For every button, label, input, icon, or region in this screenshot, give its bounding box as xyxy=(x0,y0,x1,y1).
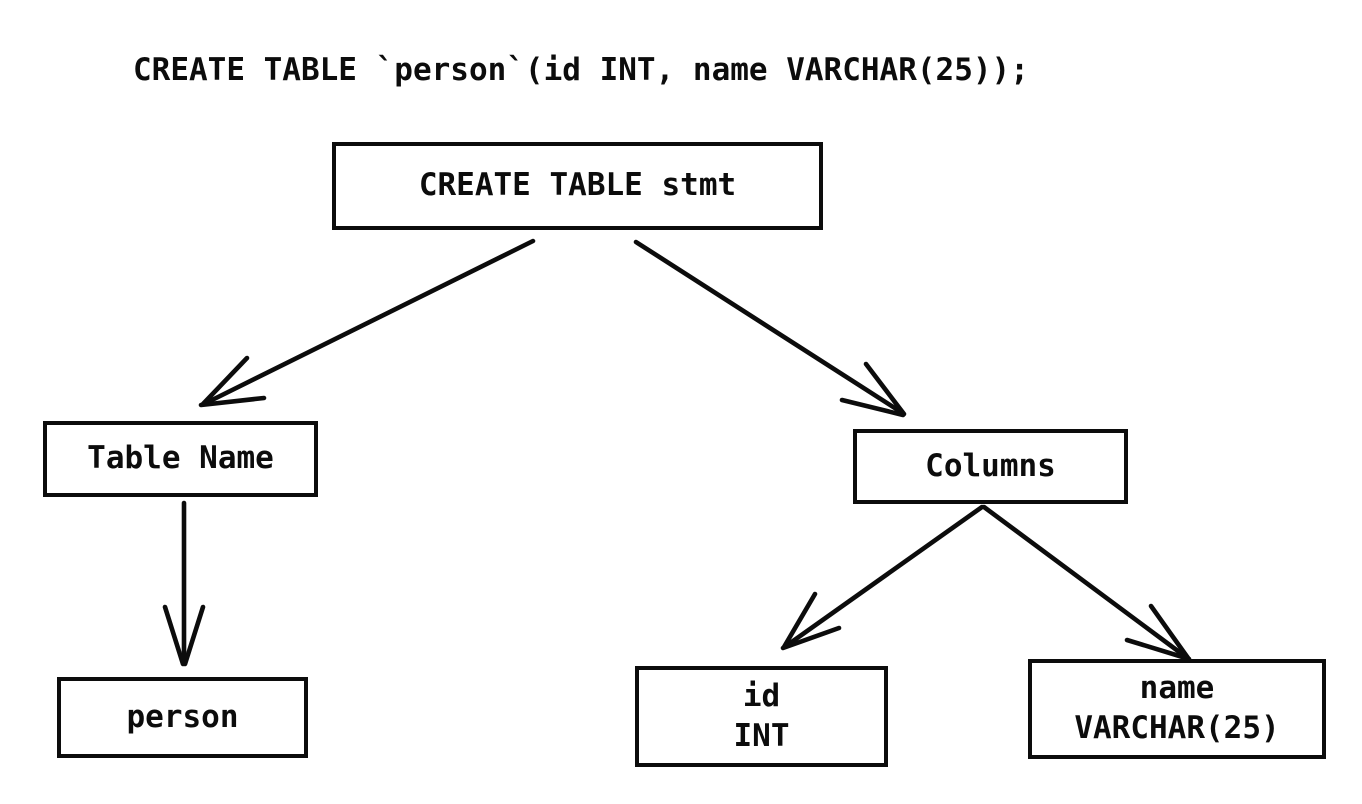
edge-stmt-to-columns xyxy=(633,239,907,418)
arrowhead-barb xyxy=(198,395,267,408)
node-person-label: person xyxy=(126,698,239,735)
edge-columns-to-id xyxy=(780,504,985,651)
node-columns-label: Columns xyxy=(925,447,1056,484)
node-name-column-type: VARCHAR(25) xyxy=(1074,710,1280,746)
arrowhead-barb xyxy=(182,604,206,667)
edge-shaft xyxy=(203,238,536,406)
node-id-column-type: INT xyxy=(733,717,790,754)
node-table-name: Table Name xyxy=(43,421,318,497)
arrowhead-barb xyxy=(781,591,818,650)
arrowhead-barb xyxy=(200,355,250,407)
node-name-column-name: name xyxy=(1139,670,1215,707)
arrowhead-barb xyxy=(162,604,186,667)
edge-stmt-to-table-name xyxy=(198,238,536,408)
arrowhead-barb xyxy=(1148,603,1191,661)
edge-table-name-to-person xyxy=(162,500,206,667)
node-name-column: name VARCHAR(25) xyxy=(1028,659,1326,759)
sql-statement-text: CREATE TABLE `person`(id INT, name VARCH… xyxy=(133,52,1029,88)
node-table-name-label: Table Name xyxy=(87,440,274,477)
node-id-column: id INT xyxy=(635,666,888,767)
edge-shaft xyxy=(633,239,904,415)
arrowhead-barb xyxy=(839,397,906,418)
edge-columns-to-name xyxy=(981,504,1192,662)
arrowhead-barb xyxy=(1124,637,1192,662)
node-id-column-name: id xyxy=(742,677,781,714)
node-create-table-stmt: CREATE TABLE stmt xyxy=(332,142,823,230)
edge-shaft xyxy=(783,504,985,649)
node-columns: Columns xyxy=(853,429,1128,504)
arrowhead-barb xyxy=(863,361,907,417)
node-create-table-stmt-label: CREATE TABLE stmt xyxy=(418,167,737,204)
edge-shaft xyxy=(981,504,1189,660)
node-person: person xyxy=(57,677,308,758)
arrowhead-barb xyxy=(780,625,842,651)
